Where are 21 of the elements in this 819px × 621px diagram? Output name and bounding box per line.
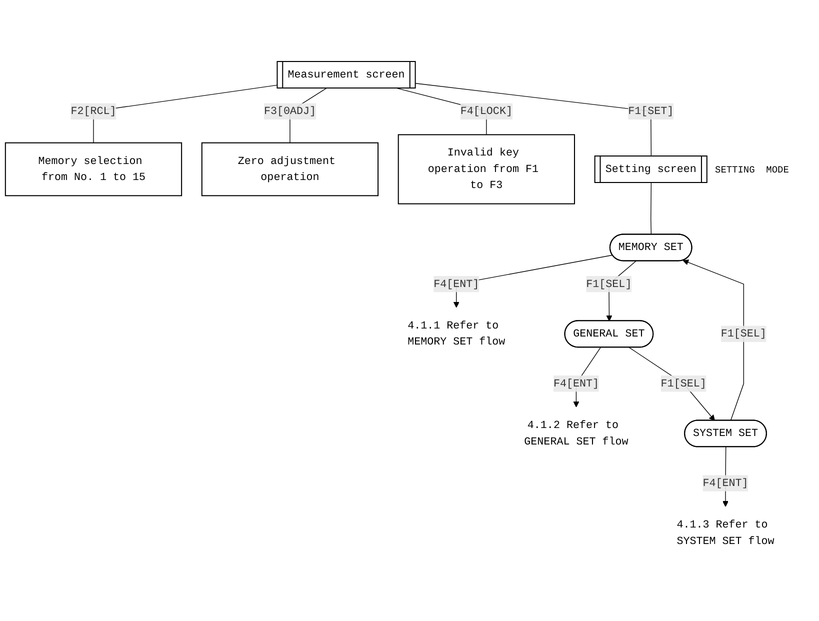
edge-label: F1[SEL]	[586, 278, 632, 290]
mode-label: SETTING MODE	[715, 164, 789, 176]
node-box: Memory selection from No. 1 to 15	[4, 142, 182, 196]
node-text: 4.1.3 Refer to SYSTEM SET flow	[676, 518, 774, 548]
edge-label: F2[RCL]	[70, 105, 116, 118]
edge-label: F4[ENT]	[553, 378, 599, 390]
node-text: 4.1.1 Refer to MEMORY SET flow	[408, 320, 506, 348]
edge-label: F1[SET]	[628, 105, 674, 118]
connector	[650, 182, 652, 235]
node-box: Invalid key operation from F1 to F3	[398, 134, 575, 204]
edge-label: F4[ENT]	[702, 477, 748, 490]
arrow	[628, 347, 715, 421]
edge-label: F1[SEL]	[660, 378, 706, 390]
edge-label: F3[0ADJ]	[264, 105, 316, 118]
node-text: 4.1.2 Refer to GENERAL SET flow	[524, 419, 628, 448]
node-box: Zero adjustment operation	[201, 142, 379, 196]
edge-label: F4[ENT]	[434, 278, 480, 290]
edge-label: F4[LOCK]	[460, 105, 512, 118]
edge-label: F1[SEL]	[720, 328, 766, 340]
connector	[415, 83, 652, 157]
arrow	[682, 260, 744, 421]
